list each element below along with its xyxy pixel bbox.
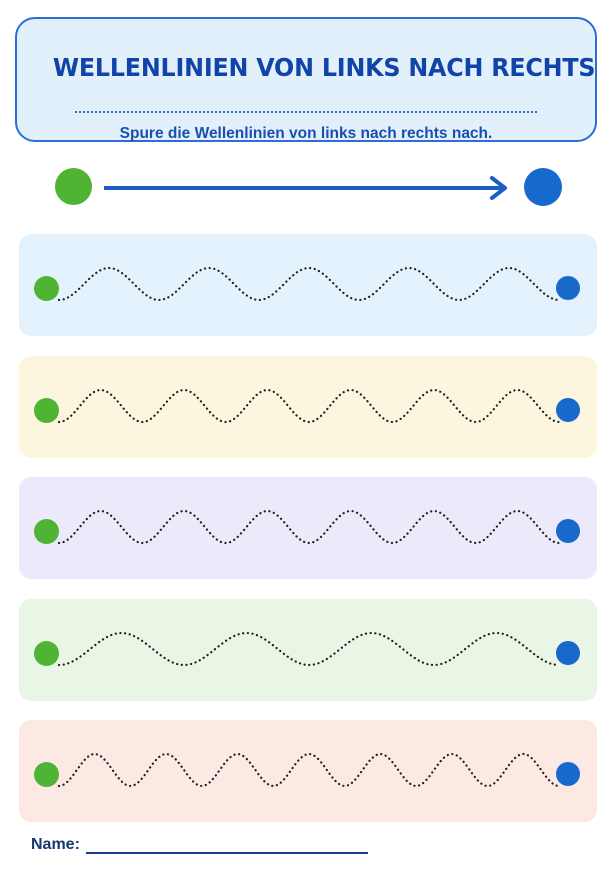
- direction-legend: [0, 163, 616, 213]
- tracing-row-1: [19, 234, 597, 336]
- end-dot: [556, 640, 580, 665]
- start-dot: [34, 397, 59, 423]
- dotted-wave-line[interactable]: [19, 720, 597, 822]
- wave-path: [57, 388, 561, 423]
- title-box: WELLENLINIEN VON LINKS NACH RECHTS Spure…: [15, 17, 597, 142]
- end-dot: [556, 397, 580, 422]
- right-arrow-icon: [104, 176, 507, 200]
- worksheet-instruction: Spure die Wellenlinien von links nach re…: [119, 125, 493, 142]
- start-dot: [34, 276, 59, 301]
- wave-path: [57, 752, 561, 788]
- dotted-wave-line[interactable]: [19, 356, 597, 458]
- start-dot: [34, 762, 59, 787]
- name-input-line[interactable]: [86, 852, 368, 854]
- wave-path: [57, 509, 561, 545]
- tracing-row-4: [19, 598, 597, 701]
- worksheet-title: WELLENLINIEN VON LINKS NACH RECHTS: [52, 53, 596, 82]
- end-dot: [556, 519, 580, 543]
- title-divider: [75, 111, 537, 113]
- name-label: Name:: [31, 836, 80, 853]
- start-dot: [34, 640, 59, 666]
- start-dot-legend: [55, 168, 92, 205]
- tracing-row-5: [19, 720, 597, 822]
- start-dot: [34, 519, 59, 544]
- dotted-wave-line[interactable]: [19, 599, 597, 701]
- dotted-wave-line[interactable]: [19, 234, 597, 336]
- tracing-rows: [19, 234, 597, 842]
- wave-path: [57, 266, 561, 302]
- tracing-row-3: [19, 477, 597, 579]
- wave-path: [57, 631, 561, 666]
- tracing-row-2: [19, 355, 597, 458]
- dotted-wave-line[interactable]: [19, 477, 597, 579]
- end-dot: [556, 276, 580, 300]
- end-dot-legend: [524, 168, 562, 206]
- end-dot: [556, 762, 580, 786]
